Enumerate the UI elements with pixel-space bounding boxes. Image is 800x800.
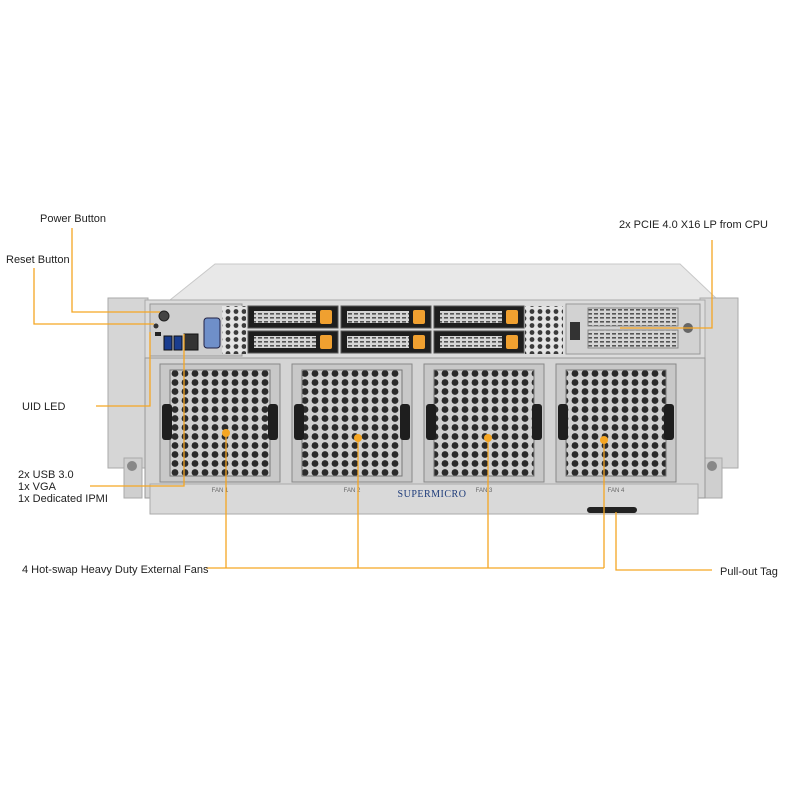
fan-handle: [426, 404, 436, 440]
label-io-ports: 2x USB 3.0 1x VGA 1x Dedicated IPMI: [18, 469, 128, 505]
fan-label: FAN 3: [476, 488, 493, 494]
fan-module[interactable]: [555, 363, 677, 483]
right-rack-ear: [699, 297, 739, 469]
label-power-button: Power Button: [40, 213, 107, 225]
fan-modules: [159, 363, 677, 483]
drive-bay[interactable]: [247, 330, 339, 354]
drive-release-tab: [320, 310, 332, 324]
fan-label: FAN 2: [344, 488, 361, 494]
drive-release-tab: [413, 335, 425, 349]
usb-port-1[interactable]: [163, 335, 173, 351]
label-pull-out-tag: Pull-out Tag: [720, 566, 778, 578]
drive-release-tab: [413, 310, 425, 324]
fan-label: FAN 1: [212, 488, 229, 494]
drive-release-tab: [506, 335, 518, 349]
callout-io-ports: [90, 334, 185, 487]
ipmi-port[interactable]: [183, 333, 199, 351]
fan-handle: [532, 404, 542, 440]
label-io-usb: 2x USB 3.0: [18, 469, 74, 481]
drive-release-tab: [506, 310, 518, 324]
label-io-vga: 1x VGA: [18, 481, 56, 493]
power-button-icon[interactable]: [158, 310, 170, 322]
fan-handle: [664, 404, 674, 440]
fan-handle: [268, 404, 278, 440]
drive-bay[interactable]: [340, 330, 432, 354]
fan-module[interactable]: [291, 363, 413, 483]
left-rack-ear: [107, 297, 149, 469]
fan-handle: [558, 404, 568, 440]
fan-handle: [294, 404, 304, 440]
fan-handle: [162, 404, 172, 440]
uid-led-icon: [155, 332, 161, 336]
pull-out-tag-handle[interactable]: [587, 507, 637, 513]
pcie-slot-1: [587, 307, 679, 327]
label-fans: 4 Hot-swap Heavy Duty External Fans: [22, 564, 209, 576]
label-io-ipmi: 1x Dedicated IPMI: [18, 493, 108, 505]
reset-button-icon[interactable]: [153, 323, 159, 329]
fan-label: FAN 4: [608, 488, 625, 494]
pcie-slot-2: [587, 329, 679, 349]
label-uid-led: UID LED: [22, 401, 66, 413]
drive-bay[interactable]: [433, 305, 525, 329]
brand-logo: SUPERMICRO: [398, 489, 467, 500]
callout-lines: [33, 228, 713, 571]
drive-bay[interactable]: [433, 330, 525, 354]
fan-module[interactable]: [423, 363, 545, 483]
label-pcie: 2x PCIE 4.0 X16 LP from CPU: [619, 219, 768, 231]
callout-power-button: [71, 228, 160, 313]
callout-pcie: [620, 240, 713, 329]
callout-uid-led: [96, 332, 151, 407]
drive-release-tab: [320, 335, 332, 349]
usb-port-2[interactable]: [173, 335, 183, 351]
vga-port[interactable]: [203, 317, 221, 349]
label-reset-button: Reset Button: [6, 254, 70, 266]
chassis-top: [168, 263, 720, 301]
drive-bay[interactable]: [340, 305, 432, 329]
callout-reset-button: [33, 268, 154, 325]
fan-module[interactable]: [159, 363, 281, 483]
callout-pull-out-tag: [615, 512, 712, 571]
drive-bays: [247, 305, 525, 354]
fan-handle: [400, 404, 410, 440]
drive-bay[interactable]: [247, 305, 339, 329]
